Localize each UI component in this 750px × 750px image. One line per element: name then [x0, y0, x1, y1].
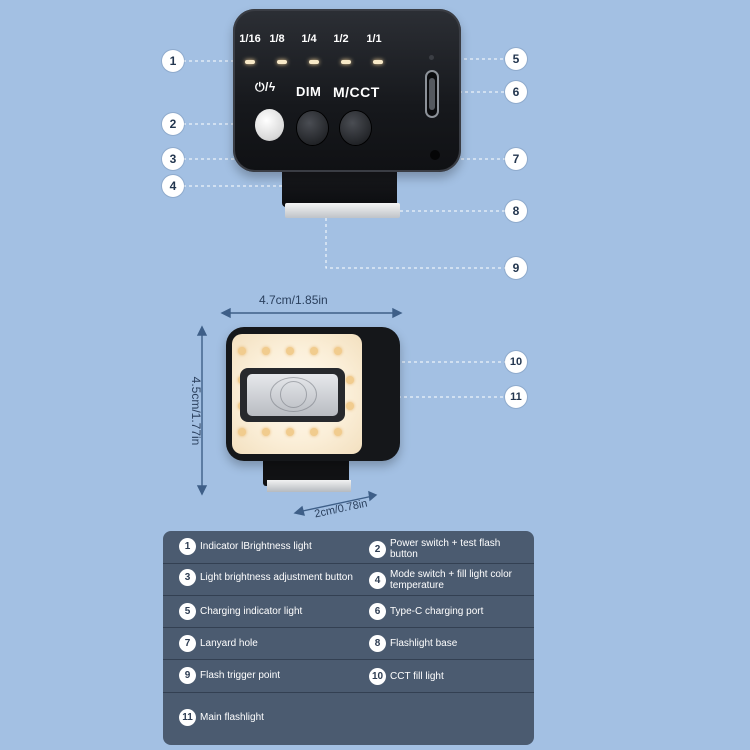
- brightness-label-1-8: 1/8: [269, 33, 285, 45]
- legend-item-9: 9 Flash trigger point: [179, 667, 359, 684]
- brightness-label-1-16: 1/16: [239, 33, 261, 45]
- legend-text: Mode switch + fill light color temperatu…: [390, 569, 512, 591]
- callout-3: 3: [162, 148, 184, 170]
- type-c-port-tongue: [429, 78, 435, 110]
- indicator-led-4: [341, 60, 351, 64]
- legend-table: 1 Indicator lBrightness light 2 Power sw…: [163, 531, 534, 745]
- device-back-body: [233, 9, 461, 172]
- indicator-led-5: [373, 60, 383, 64]
- legend-text: Flashlight base: [390, 638, 458, 649]
- fill-led: [286, 428, 294, 436]
- flashlight-base-plate: [285, 203, 400, 218]
- legend-text: Flash trigger point: [200, 670, 281, 681]
- legend-text: Charging indicator light: [200, 606, 303, 617]
- indicator-led-3: [309, 60, 319, 64]
- fill-led: [262, 347, 270, 355]
- legend-item-4: 4 Mode switch + fill light color tempera…: [369, 569, 519, 591]
- mcct-label: M/CCT: [333, 84, 380, 100]
- legend-item-2: 2 Power switch + test flash button: [369, 538, 529, 560]
- fill-led: [334, 428, 342, 436]
- lanyard-hole: [430, 150, 440, 160]
- depth-arrow-left: [293, 505, 305, 516]
- callout-8: 8: [505, 200, 527, 222]
- width-dimension-label: 4.7cm/1.85in: [259, 293, 328, 307]
- legend-number: 11: [179, 709, 196, 726]
- legend-item-5: 5 Charging indicator light: [179, 603, 359, 620]
- legend-number: 8: [369, 635, 386, 652]
- height-arrow-bottom: [196, 485, 208, 496]
- fill-led: [310, 428, 318, 436]
- leader-9: [325, 218, 506, 269]
- depth-dimension-line: [297, 495, 374, 513]
- fill-led: [334, 347, 342, 355]
- legend-number: 4: [369, 571, 386, 589]
- legend-text: Indicator lBrightness light: [200, 541, 312, 552]
- dim-button[interactable]: [297, 111, 328, 145]
- callout-2: 2: [162, 113, 184, 135]
- width-arrow-right: [392, 307, 403, 319]
- legend-text: CCT fill light: [390, 671, 444, 682]
- fill-led: [346, 402, 354, 410]
- charging-indicator-light: [429, 55, 434, 60]
- legend-number: 5: [179, 603, 196, 620]
- legend-item-7: 7 Lanyard hole: [179, 635, 359, 652]
- legend-number: 9: [179, 667, 196, 684]
- fill-led: [310, 347, 318, 355]
- power-button[interactable]: [255, 109, 284, 141]
- legend-text: Main flashlight: [200, 712, 264, 723]
- legend-item-10: 10 CCT fill light: [369, 668, 529, 685]
- legend-row: [163, 596, 534, 628]
- legend-item-6: 6 Type-C charging port: [369, 603, 529, 620]
- legend-row: [163, 660, 534, 693]
- fill-led: [238, 428, 246, 436]
- legend-item-11: 11 Main flashlight: [179, 709, 359, 726]
- power-flash-label: ⏻/ϟ: [255, 80, 276, 94]
- indicator-led-2: [277, 60, 287, 64]
- legend-text: Power switch + test flash button: [390, 538, 501, 560]
- legend-text: Type-C charging port: [390, 606, 484, 617]
- indicator-led-1: [245, 60, 255, 64]
- width-arrow-left: [220, 307, 231, 319]
- legend-row: [163, 564, 534, 596]
- legend-number: 3: [179, 569, 196, 586]
- callout-4: 4: [162, 175, 184, 197]
- fill-led: [238, 347, 246, 355]
- legend-number: 10: [369, 668, 386, 685]
- callout-5: 5: [505, 48, 527, 70]
- legend-text: Lanyard hole: [200, 638, 258, 649]
- height-dimension-label: 4.5cm/1.77in: [189, 376, 203, 446]
- hot-shoe-mount: [282, 165, 397, 207]
- callout-6: 6: [505, 81, 527, 103]
- callout-10: 10: [505, 351, 527, 373]
- depth-arrow-right: [368, 490, 378, 502]
- legend-item-8: 8 Flashlight base: [369, 635, 529, 652]
- fill-led: [286, 347, 294, 355]
- legend-item-3: 3 Light brightness adjustment button: [179, 569, 369, 586]
- legend-number: 1: [179, 538, 196, 555]
- legend-text: Light brightness adjustment button: [200, 572, 353, 583]
- fill-led: [262, 428, 270, 436]
- callout-11: 11: [505, 386, 527, 408]
- legend-row: [163, 628, 534, 660]
- callout-1: 1: [162, 50, 184, 72]
- brightness-label-1-2: 1/2: [333, 33, 349, 45]
- legend-item-1: 1 Indicator lBrightness light: [179, 538, 359, 555]
- dim-label: DIM: [296, 84, 322, 99]
- front-base-plate: [267, 480, 351, 492]
- flash-lens-ring: [270, 377, 317, 412]
- legend-number: 2: [369, 540, 386, 558]
- legend-number: 6: [369, 603, 386, 620]
- callout-7: 7: [505, 148, 527, 170]
- height-arrow-top: [196, 325, 208, 336]
- mode-cct-button[interactable]: [340, 111, 371, 145]
- legend-row: [163, 531, 534, 564]
- callout-9: 9: [505, 257, 527, 279]
- legend-number: 7: [179, 635, 196, 652]
- brightness-label-1-1: 1/1: [366, 33, 382, 45]
- fill-led: [346, 376, 354, 384]
- brightness-label-1-4: 1/4: [301, 33, 317, 45]
